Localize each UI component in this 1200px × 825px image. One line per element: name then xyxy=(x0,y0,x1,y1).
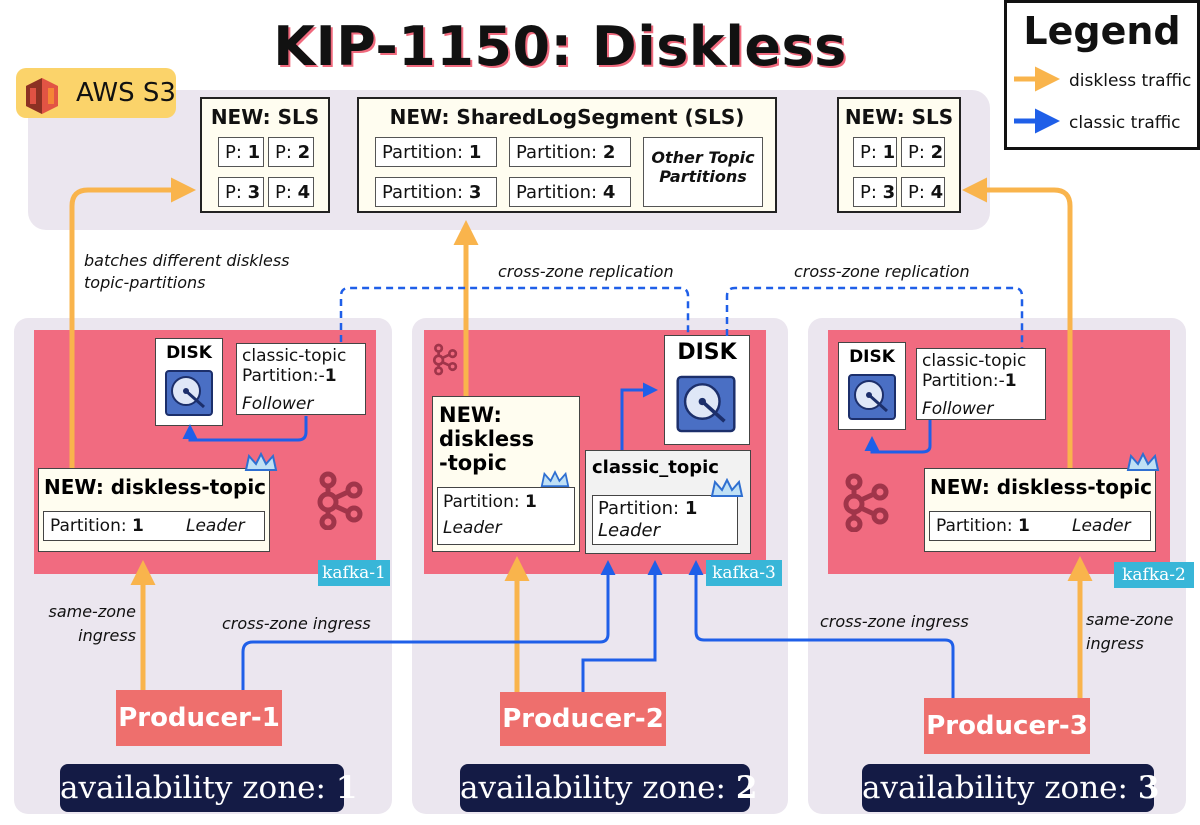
broker-label-kafka-1: kafka-1 xyxy=(318,560,390,586)
sls-right-p2: P: 2 xyxy=(901,137,945,167)
note-samezone-ingress-1: same-zone ingress xyxy=(48,602,136,645)
zone1-classic-partition: Partition:-1 xyxy=(242,366,337,386)
zone1-disk: DISK xyxy=(155,338,223,426)
zone2-diskless-partition: Partition: 1 xyxy=(443,492,537,512)
broker-label-kafka-2: kafka-2 xyxy=(1114,562,1194,588)
legend-diskless-label: diskless traffic xyxy=(1069,71,1192,91)
note-crosszone-replication-2: cross-zone replication xyxy=(794,262,970,281)
zone3-disk-label: DISK xyxy=(849,347,895,367)
zone3-diskless-role: Leader xyxy=(1072,516,1131,536)
zone1-disk-label: DISK xyxy=(166,343,212,363)
zone1-diskless-role: Leader xyxy=(186,516,245,536)
zone1-classic-name: classic-topic xyxy=(242,346,347,366)
sls-right: NEW: SLS P: 1 P: 2 P: 3 P: 4 xyxy=(837,97,961,213)
leader-crown-icon xyxy=(540,470,570,488)
availability-zone-3-label: availability zone: 3 xyxy=(862,764,1159,812)
legend-title: Legend xyxy=(1023,9,1181,53)
sls-main-title: NEW: SharedLogSegment (SLS) xyxy=(389,105,745,129)
producer-3: Producer-3 xyxy=(924,698,1090,754)
sls-main-partition-4: Partition: 4 xyxy=(509,177,631,207)
zone2-diskless-partition-box: Partition: 1 Leader xyxy=(437,487,575,545)
zone3-disk: DISK xyxy=(838,342,906,430)
sls-left-p4: P: 4 xyxy=(268,177,314,207)
zone3-classic-role: Follower xyxy=(922,399,994,419)
sls-main-partition-3: Partition: 3 xyxy=(375,177,497,207)
sls-right-p4: P: 4 xyxy=(901,177,945,207)
zone1-diskless-name: NEW: diskless-topic xyxy=(44,475,267,499)
zone3-diskless-partition-box: Partition: 1 Leader xyxy=(929,511,1151,541)
zone2-diskless-topic: NEW:diskless-topic Partition: 1 Leader xyxy=(432,396,580,552)
producer-1: Producer-1 xyxy=(116,690,282,746)
sls-main-partition-1: Partition: 1 xyxy=(375,137,497,167)
producer-2: Producer-2 xyxy=(500,692,666,746)
leader-crown-icon xyxy=(1126,452,1160,471)
sls-main-other-partitions: Other Topic Partitions xyxy=(643,137,763,207)
sls-main-partition-2: Partition: 2 xyxy=(509,137,631,167)
zone3-diskless-name: NEW: diskless-topic xyxy=(930,475,1153,499)
zone2-classic-partition: Partition: 1 xyxy=(598,498,698,519)
zone2-diskless-role: Leader xyxy=(443,518,502,538)
legend-classic-label: classic traffic xyxy=(1069,113,1181,133)
zone1-classic-topic: classic-topic Partition:-1 Follower xyxy=(236,343,366,415)
sls-left: NEW: SLS P: 1 P: 2 P: 3 P: 4 xyxy=(200,97,330,213)
note-crosszone-replication-1: cross-zone replication xyxy=(498,262,674,281)
note-crosszone-ingress-3: cross-zone ingress xyxy=(820,612,969,631)
zone2-disk-label: DISK xyxy=(677,340,737,365)
legend: Legend diskless traffic classic traffic xyxy=(1004,0,1200,150)
note-samezone-ingress-3: same-zone ingress xyxy=(1086,610,1174,653)
kafka-logo-icon xyxy=(317,471,363,530)
availability-zone-2-label: availability zone: 2 xyxy=(460,764,757,812)
aws-s3-badge: AWS S3 xyxy=(16,68,176,118)
sls-right-title: NEW: SLS xyxy=(844,105,954,129)
zone2-classic-topic: classic_topic Partition: 1 Leader xyxy=(585,450,751,554)
zone1-diskless-topic: NEW: diskless-topic Partition: 1 Leader xyxy=(38,468,270,552)
sls-main: NEW: SharedLogSegment (SLS) Partition: 1… xyxy=(357,97,777,213)
aws-s3-label: AWS S3 xyxy=(76,78,176,108)
availability-zone-1-label: availability zone: 1 xyxy=(60,764,357,812)
zone3-classic-partition: Partition:-1 xyxy=(922,371,1017,391)
leader-crown-icon xyxy=(244,452,278,471)
zone3-diskless-topic: NEW: diskless-topic Partition: 1 Leader xyxy=(924,468,1156,552)
zone1-classic-role: Follower xyxy=(242,394,314,414)
zone2-classic-partition-box: Partition: 1 Leader xyxy=(592,495,738,545)
note-crosszone-ingress-1: cross-zone ingress xyxy=(222,614,371,633)
zone3-diskless-partition: Partition: 1 xyxy=(936,516,1030,536)
sls-left-p1: P: 1 xyxy=(218,137,264,167)
kafka-logo-icon xyxy=(843,473,889,532)
note-batches: batches different diskless topic-partiti… xyxy=(84,251,290,292)
hard-disk-icon xyxy=(165,370,213,416)
broker-label-kafka-3: kafka-3 xyxy=(706,560,782,586)
zone2-classic-name: classic_topic xyxy=(592,457,719,478)
zone3-classic-name: classic-topic xyxy=(922,351,1027,371)
sls-right-p3: P: 3 xyxy=(853,177,897,207)
sls-left-title: NEW: SLS xyxy=(210,105,320,129)
zone2-disk: DISK xyxy=(664,335,750,445)
aws-s3-icon xyxy=(26,78,58,114)
hard-disk-icon xyxy=(676,375,736,433)
zone1-diskless-partition-box: Partition: 1 Leader xyxy=(43,511,265,541)
zone2-diskless-name: NEW:diskless-topic xyxy=(439,403,535,475)
zone2-classic-role: Leader xyxy=(598,520,661,541)
sls-right-p1: P: 1 xyxy=(853,137,897,167)
leader-crown-icon xyxy=(710,478,744,497)
zone1-diskless-partition: Partition: 1 xyxy=(50,516,144,536)
sls-left-p3: P: 3 xyxy=(218,177,264,207)
sls-left-p2: P: 2 xyxy=(268,137,314,167)
zone3-classic-topic: classic-topic Partition:-1 Follower xyxy=(916,348,1046,420)
kafka-logo-icon xyxy=(432,343,458,376)
hard-disk-icon xyxy=(848,374,896,420)
